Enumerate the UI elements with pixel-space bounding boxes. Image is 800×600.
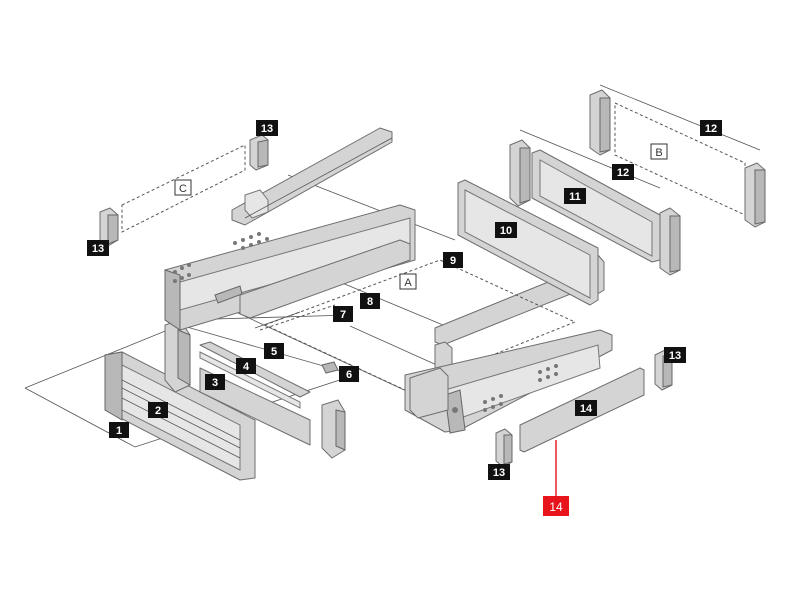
- panel-11: [531, 149, 661, 263]
- callout-6: 6: [339, 366, 359, 382]
- svg-text:3: 3: [212, 377, 218, 389]
- callout-13-right-upper: 13: [664, 347, 686, 363]
- front-brackets: [164, 319, 346, 459]
- right-drawer-side: [404, 329, 613, 434]
- svg-text:11: 11: [569, 191, 581, 203]
- callout-13-right-lower: 13: [488, 464, 510, 480]
- callout-10: 10: [495, 222, 517, 238]
- callout-9: 9: [443, 252, 463, 268]
- callout-14: 14: [575, 400, 597, 416]
- group-label-a: A: [399, 273, 417, 290]
- bracket-13-lower: [99, 207, 119, 247]
- svg-text:14: 14: [580, 403, 593, 415]
- svg-text:7: 7: [340, 309, 346, 321]
- callout-11: 11: [564, 188, 586, 204]
- svg-text:A: A: [404, 277, 412, 289]
- callout-4: 4: [236, 358, 256, 374]
- uprights-12: [589, 89, 766, 228]
- svg-text:5: 5: [271, 346, 277, 358]
- top-rail: [231, 127, 393, 226]
- callout-1: 1: [109, 422, 129, 438]
- inner-panel-part-3: [199, 367, 311, 446]
- svg-text:10: 10: [500, 225, 512, 237]
- callout-7: 7: [333, 306, 353, 322]
- svg-text:12: 12: [617, 167, 629, 179]
- clip-part-6: [321, 361, 339, 374]
- svg-text:2: 2: [155, 405, 161, 417]
- callout-12-upper: 12: [700, 120, 722, 136]
- bracket-13-right-lower: [495, 428, 513, 468]
- svg-text:13: 13: [92, 243, 104, 255]
- svg-text:12: 12: [705, 123, 717, 135]
- callout-5: 5: [264, 343, 284, 359]
- callout-8: 8: [360, 293, 380, 309]
- svg-text:8: 8: [367, 296, 373, 308]
- svg-text:14: 14: [549, 500, 563, 514]
- svg-text:13: 13: [493, 467, 505, 479]
- svg-text:1: 1: [116, 425, 122, 437]
- group-label-c: C: [174, 179, 192, 196]
- callout-2: 2: [148, 402, 168, 418]
- svg-text:C: C: [179, 183, 187, 195]
- uprights-11: [509, 139, 681, 276]
- svg-text:B: B: [655, 147, 662, 159]
- callout-12-lower: 12: [612, 164, 634, 180]
- callout-13-lower-left: 13: [87, 240, 109, 256]
- svg-text:6: 6: [346, 369, 352, 381]
- left-runner: [214, 239, 411, 331]
- svg-text:13: 13: [669, 350, 681, 362]
- dashed-panel-c: [121, 144, 246, 233]
- callout-13-upper-left: 13: [256, 120, 278, 136]
- bracket-13-upper: [249, 134, 269, 171]
- group-label-b: B: [650, 143, 668, 160]
- svg-text:13: 13: [261, 123, 273, 135]
- svg-text:9: 9: [450, 255, 456, 267]
- front-panel-assembly: [104, 351, 256, 481]
- callout-3: 3: [205, 374, 225, 390]
- dashed-panel-b: [614, 102, 746, 216]
- back-panel-10: [457, 179, 599, 306]
- highlight-callout-14[interactable]: 14: [543, 440, 569, 516]
- svg-text:4: 4: [243, 361, 250, 373]
